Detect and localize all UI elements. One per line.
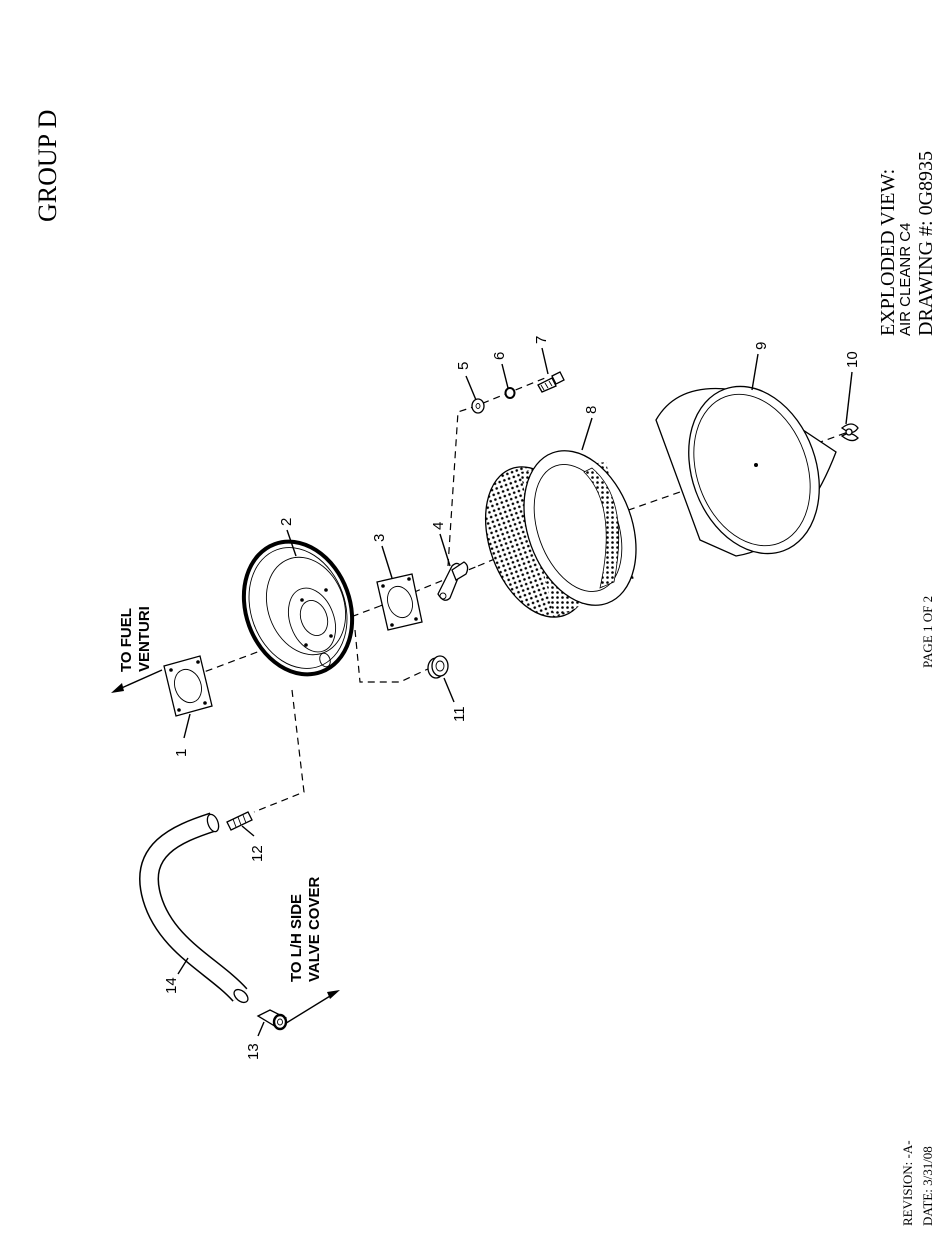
revision-block: REVISION: -A- DATE: 3/31/08	[900, 1140, 935, 1226]
part-14-hose	[149, 813, 250, 1005]
arrow-icon	[111, 683, 124, 693]
svg-text:VALVE COVER: VALVE COVER	[306, 877, 323, 982]
callout-8: 8	[583, 406, 600, 414]
part-7-screw	[538, 372, 564, 392]
title-drawing-number: DRAWING #: 0G8935	[915, 151, 937, 336]
callout-11: 11	[451, 706, 468, 722]
part-12-hose-fitting	[227, 812, 252, 830]
note-fuel-venturi: TO FUEL VENTURI	[111, 606, 162, 693]
part-9-cover	[656, 368, 842, 572]
group-label: GROUP D	[33, 110, 62, 222]
note-valve-cover: TO L/H SIDE VALVE COVER	[283, 877, 340, 1025]
arrow-icon	[327, 990, 340, 999]
svg-text:VENTURI: VENTURI	[136, 606, 153, 672]
title-exploded-view: EXPLODED VIEW:	[877, 169, 899, 336]
part-3-gasket	[377, 574, 422, 630]
part-11-grommet	[428, 656, 448, 678]
part-5-washer	[472, 399, 484, 413]
callout-6: 6	[491, 352, 508, 360]
svg-text:TO L/H SIDE: TO L/H SIDE	[288, 894, 305, 982]
callout-3: 3	[371, 534, 388, 542]
callout-14: 14	[163, 977, 180, 994]
title-block: EXPLODED VIEW: AIR CLEANR C4 DRAWING #: …	[877, 151, 937, 336]
callout-13: 13	[245, 1043, 262, 1060]
callout-4: 4	[430, 522, 447, 530]
callout-1: 1	[173, 749, 190, 757]
part-1-gasket	[164, 656, 212, 716]
callout-12: 12	[249, 845, 266, 862]
part-2-base-plate	[226, 526, 370, 689]
revision-label: REVISION: -A-	[900, 1140, 915, 1226]
revision-date: DATE: 3/31/08	[920, 1146, 935, 1226]
callout-10: 10	[844, 351, 861, 368]
callout-2: 2	[278, 518, 295, 526]
callout-5: 5	[455, 362, 472, 370]
part-10-wing-nut	[842, 424, 858, 441]
part-8-filter-element	[466, 435, 656, 632]
title-part-name: AIR CLEANR C4	[897, 223, 914, 336]
svg-text:TO FUEL: TO FUEL	[118, 608, 135, 672]
part-6-nut	[506, 388, 515, 398]
callout-9: 9	[753, 342, 770, 350]
part-4-bracket	[438, 562, 468, 600]
page-number: PAGE 1 OF 2	[920, 596, 935, 668]
callout-7: 7	[533, 336, 550, 344]
